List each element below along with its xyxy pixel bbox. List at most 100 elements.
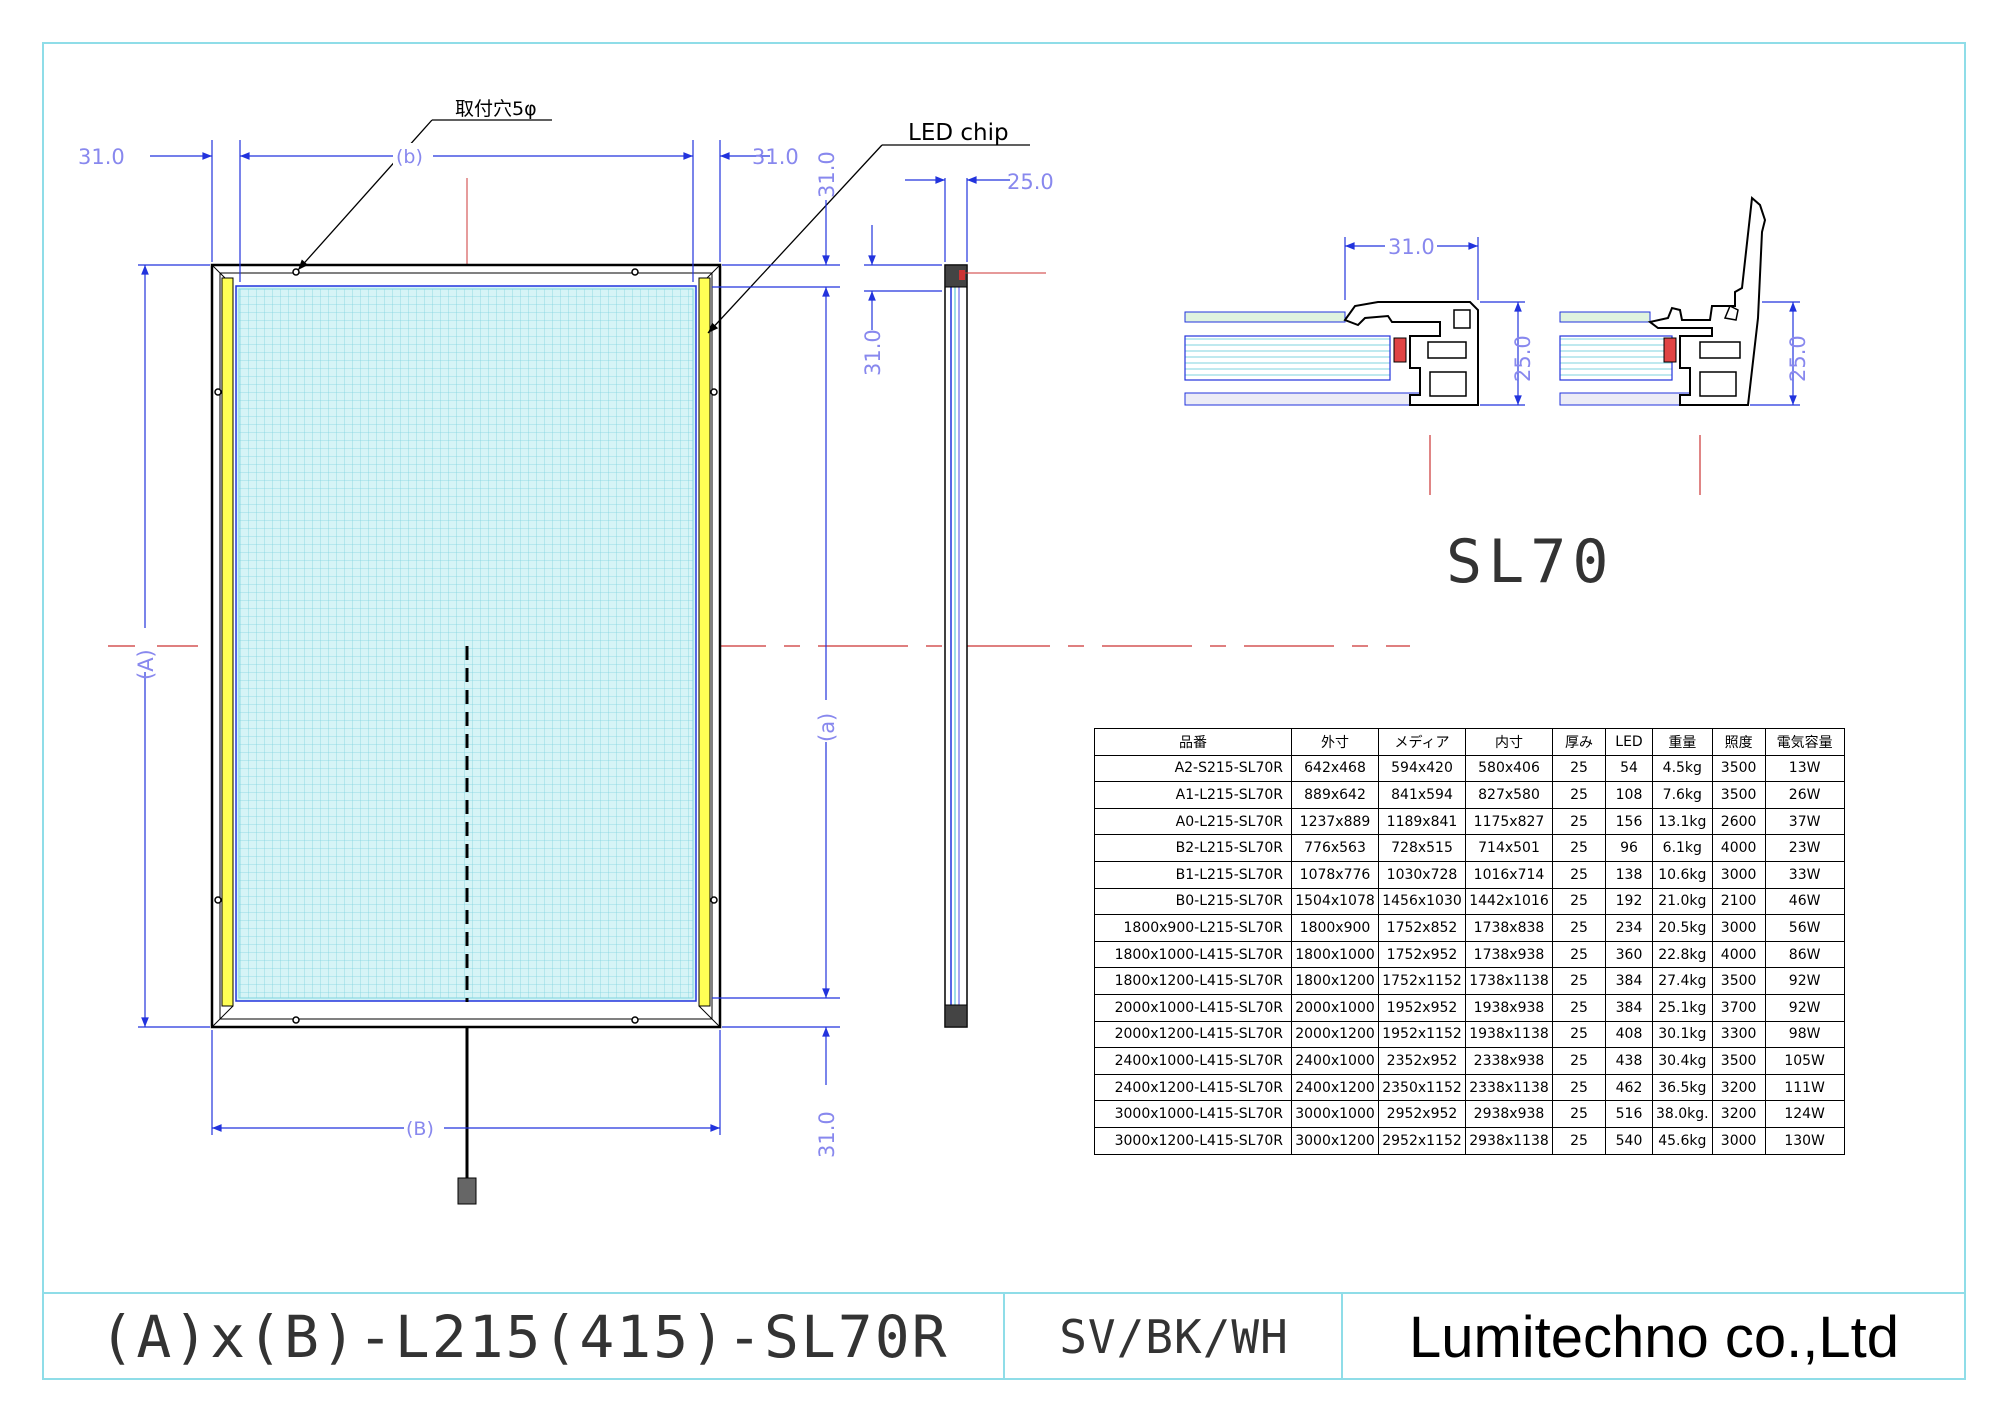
col-header-led: LED: [1605, 728, 1653, 756]
table-cell: 408: [1605, 1020, 1653, 1049]
table-cell: 3200: [1711, 1100, 1766, 1128]
table-cell: 1738x838: [1465, 914, 1553, 942]
table-cell: 25: [1552, 834, 1606, 862]
miter-line: [211, 1005, 234, 1028]
table-cell: 23W: [1764, 834, 1845, 862]
dim-label-A: (A): [134, 649, 158, 680]
table-cell: 86W: [1764, 940, 1845, 969]
col-header-inner: 内寸: [1465, 728, 1553, 756]
table-cell: 96: [1605, 834, 1653, 862]
table-cell: 92W: [1764, 993, 1845, 1022]
table-cell: 92W: [1764, 967, 1845, 995]
table-cell: 25.1kg: [1652, 993, 1713, 1022]
table-cell: 438: [1605, 1047, 1653, 1075]
table-cell: 45.6kg: [1652, 1126, 1713, 1155]
table-cell: 2938x938: [1465, 1100, 1553, 1128]
table-cell: 3000x1000: [1291, 1100, 1379, 1128]
table-cell: 1237x889: [1291, 807, 1379, 836]
table-cell: 2000x1000-L415-SL70R: [1094, 993, 1292, 1022]
mount-hole: [631, 1016, 639, 1024]
table-cell: 1189x841: [1378, 807, 1466, 836]
table-cell: 3000x1200: [1291, 1126, 1379, 1155]
table-cell: 25: [1552, 940, 1606, 969]
table-cell: 1175x827: [1465, 807, 1553, 836]
table-cell: B0-L215-SL70R: [1094, 887, 1292, 916]
table-cell: 3500: [1711, 754, 1766, 783]
table-cell: 4000: [1711, 834, 1766, 862]
table-cell: 3200: [1711, 1073, 1766, 1102]
front-view: 取付穴5φ LED chip: [78, 98, 1410, 1205]
table-cell: 728x515: [1378, 834, 1466, 862]
col-header-thickness: 厚み: [1552, 728, 1606, 756]
table-cell: 21.0kg: [1652, 887, 1713, 916]
dim-label-31-section: 31.0: [1388, 235, 1435, 259]
col-header-weight: 重量: [1652, 728, 1713, 756]
table-cell: 1952x1152: [1378, 1020, 1466, 1049]
table-cell: 30.4kg: [1652, 1047, 1713, 1075]
table-cell: 384: [1605, 967, 1653, 995]
table-cell: 25: [1552, 914, 1606, 942]
table-cell: 1952x952: [1378, 993, 1466, 1022]
title-part-number: (A)x(B)-L215(415)-SL70R: [99, 1303, 949, 1371]
section-detail-left: 31.0 25.0: [1184, 233, 1535, 495]
table-cell: 156: [1605, 807, 1653, 836]
table-cell: 130W: [1764, 1126, 1845, 1155]
table-cell: 1752x952: [1378, 940, 1466, 969]
table-cell: 776x563: [1291, 834, 1379, 862]
table-cell: 540: [1605, 1126, 1653, 1155]
table-cell: 889x642: [1291, 781, 1379, 809]
table-cell: 516: [1605, 1100, 1653, 1128]
led-strip-right: [698, 277, 711, 1007]
spec-table: 品番 外寸 メディア 内寸 厚み LED 重量 照度 電気容量 A2-S215-…: [1094, 728, 1845, 1155]
table-cell: 38.0kg.: [1652, 1100, 1713, 1128]
table-cell: 2400x1000: [1291, 1047, 1379, 1075]
dim-label-b: (b): [396, 146, 423, 168]
mount-hole: [710, 388, 718, 396]
table-cell: 1800x900-L215-SL70R: [1094, 914, 1292, 942]
table-cell: 2000x1200: [1291, 1020, 1379, 1049]
title-company: Lumitechno co.,Ltd: [1408, 1304, 1900, 1370]
dim-label-31-right-bottom: 31.0: [815, 1111, 839, 1158]
table-cell: B2-L215-SL70R: [1094, 834, 1292, 862]
table-cell: 2400x1200-L415-SL70R: [1094, 1073, 1292, 1102]
col-header-part: 品番: [1094, 728, 1292, 756]
leader-led-chip: [707, 144, 883, 334]
col-header-media: メディア: [1378, 728, 1466, 756]
table-header-row: 品番 外寸 メディア 内寸 厚み LED 重量 照度 電気容量: [1094, 728, 1845, 756]
table-cell: 25: [1552, 1047, 1606, 1075]
power-plug: [457, 1177, 477, 1205]
dim-label-B: (B): [406, 1118, 434, 1140]
table-cell: 25: [1552, 860, 1606, 889]
table-cell: 580x406: [1465, 754, 1553, 783]
section-panel: [1184, 335, 1391, 381]
mount-hole-label: 取付穴5φ: [455, 98, 537, 120]
table-cell: 3000: [1711, 1126, 1766, 1155]
table-cell: 10.6kg: [1652, 860, 1713, 889]
table-cell: 25: [1552, 1126, 1606, 1155]
table-cell: 841x594: [1378, 781, 1466, 809]
led-chip-label: LED chip: [908, 120, 1009, 146]
table-cell: 2938x1138: [1465, 1126, 1553, 1155]
table-cell: 642x468: [1291, 754, 1379, 783]
miter-line: [698, 1005, 721, 1028]
col-header-power: 電気容量: [1764, 728, 1845, 756]
table-cell: 1442x1016: [1465, 887, 1553, 916]
table-cell: 25: [1552, 1073, 1606, 1102]
inner-frame: [219, 272, 713, 1020]
table-cell: 1738x938: [1465, 940, 1553, 969]
table-cell: 36.5kg: [1652, 1073, 1713, 1102]
table-cell: 25: [1552, 807, 1606, 836]
table-cell: 26W: [1764, 781, 1845, 809]
table-cell: 30.1kg: [1652, 1020, 1713, 1049]
table-cell: 111W: [1764, 1073, 1845, 1102]
